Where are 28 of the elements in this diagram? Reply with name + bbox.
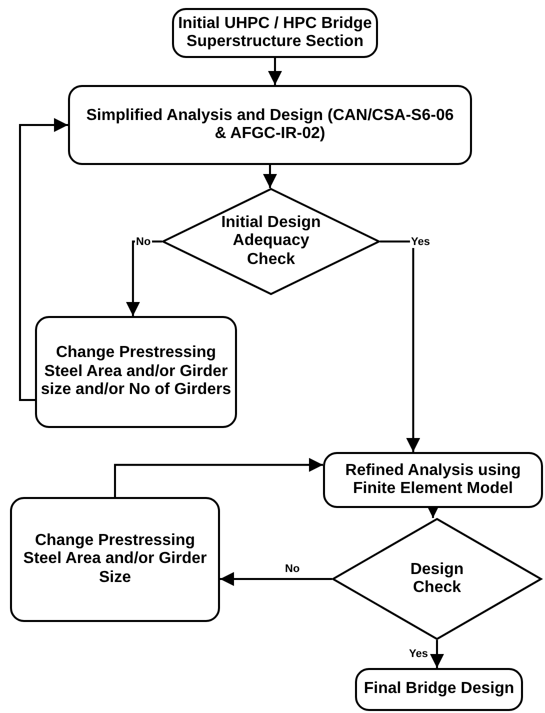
- process-box: [68, 85, 472, 165]
- arrow: [263, 165, 277, 188]
- edge-label: No: [284, 563, 301, 575]
- arrow: [114, 458, 323, 497]
- decision-diamond: [162, 188, 380, 295]
- edge-label: No: [135, 236, 152, 248]
- decision-diamond: [332, 518, 542, 640]
- node-label: Change Prestressing Steel Area and/or Girder Size: [22, 532, 208, 588]
- node-label: Final Bridge Design: [364, 680, 514, 699]
- node-label: Refined Analysis using Finite Element Model: [344, 462, 522, 498]
- arrow: [220, 572, 332, 586]
- process-box: [35, 316, 237, 428]
- process-box: [10, 497, 220, 622]
- process-box: [323, 452, 543, 508]
- node-label: Design Check: [409, 560, 465, 598]
- arrow: [430, 640, 444, 668]
- edge-label: Yes: [408, 648, 429, 660]
- arrow: [268, 58, 282, 85]
- node-label: Simplified Analysis and Design (CAN/CSA-S6-06 & AFGC-IR-02): [85, 106, 455, 144]
- arrow: [19, 118, 68, 401]
- node-label: Initial Design Adequacy Check: [220, 214, 322, 270]
- process-box: [172, 8, 378, 58]
- edge-label: Yes: [410, 236, 431, 248]
- arrow: [380, 240, 420, 452]
- arrow: [126, 240, 162, 316]
- node-label: Change Prestressing Steel Area and/or Girder size and/or No of Girders: [40, 344, 232, 400]
- node-label: Initial UHPC / HPC Bridge Superstructure Section: [177, 14, 373, 52]
- process-box: [355, 668, 523, 711]
